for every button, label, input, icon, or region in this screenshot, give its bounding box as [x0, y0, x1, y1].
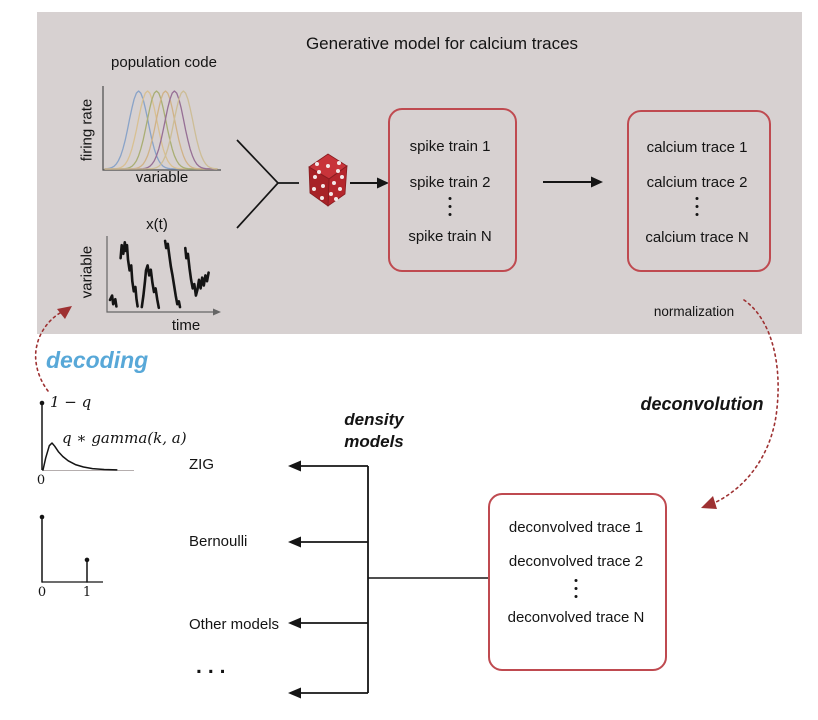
population-xlabel: variable: [135, 169, 189, 186]
deconvolved-trace-item: deconvolved trace N: [507, 609, 645, 626]
density-models-label: density models: [344, 409, 404, 453]
zig-point-mass-label: 1 − q: [50, 393, 92, 411]
stem-dot: [84, 557, 90, 563]
population-ylabel: firing rate: [78, 98, 96, 162]
population-plot-title: population code: [111, 54, 217, 71]
density-models-bracket: [299, 465, 488, 694]
density-models-line1: density: [344, 410, 404, 429]
spike-train-box: [388, 108, 517, 272]
trace-ylabel: variable: [78, 245, 96, 299]
deconvolved-trace-item: deconvolved trace 1: [508, 519, 644, 536]
model-item-other: Other models: [189, 616, 280, 633]
trace-plot-title: x(t): [146, 216, 168, 233]
calcium-trace-box: [627, 110, 771, 272]
density-models-line2: models: [344, 432, 404, 451]
bernoulli-tick-1: 1: [82, 585, 92, 600]
stem-dot: [39, 514, 45, 520]
calcium-trace-item: calcium trace 2: [646, 174, 748, 191]
model-item-bernoulli: Bernoulli: [189, 533, 248, 550]
bracket-arrowheads: [288, 460, 301, 699]
deconvolution-label: deconvolution: [640, 394, 764, 414]
figure-title: Generative model for calcium traces: [305, 34, 579, 53]
model-item-zig: ZIG: [189, 456, 214, 473]
vertical-ellipsis-icon: [695, 197, 699, 216]
zig-curve-label: q ∗ gamma(k, a): [62, 429, 187, 447]
more-models-ellipsis: ...: [196, 655, 232, 678]
vertical-ellipsis-icon: [448, 197, 452, 216]
bernoulli-tick-0: 0: [37, 585, 47, 600]
deconvolved-trace-box: [488, 493, 667, 671]
calcium-trace-item: calcium trace 1: [646, 139, 748, 156]
calcium-trace-item: calcium trace N: [645, 229, 749, 246]
deconvolved-trace-item: deconvolved trace 2: [508, 553, 644, 570]
spike-train-item: spike train 2: [409, 174, 491, 191]
trace-xlabel: time: [171, 317, 201, 334]
zig-origin-tick: 0: [36, 473, 46, 488]
spike-train-item: spike train 1: [409, 138, 491, 155]
vertical-ellipsis-icon: [574, 579, 578, 598]
spike-train-item: spike train N: [408, 228, 492, 245]
decoding-label: decoding: [46, 347, 149, 373]
normalization-label: normalization: [653, 304, 735, 319]
